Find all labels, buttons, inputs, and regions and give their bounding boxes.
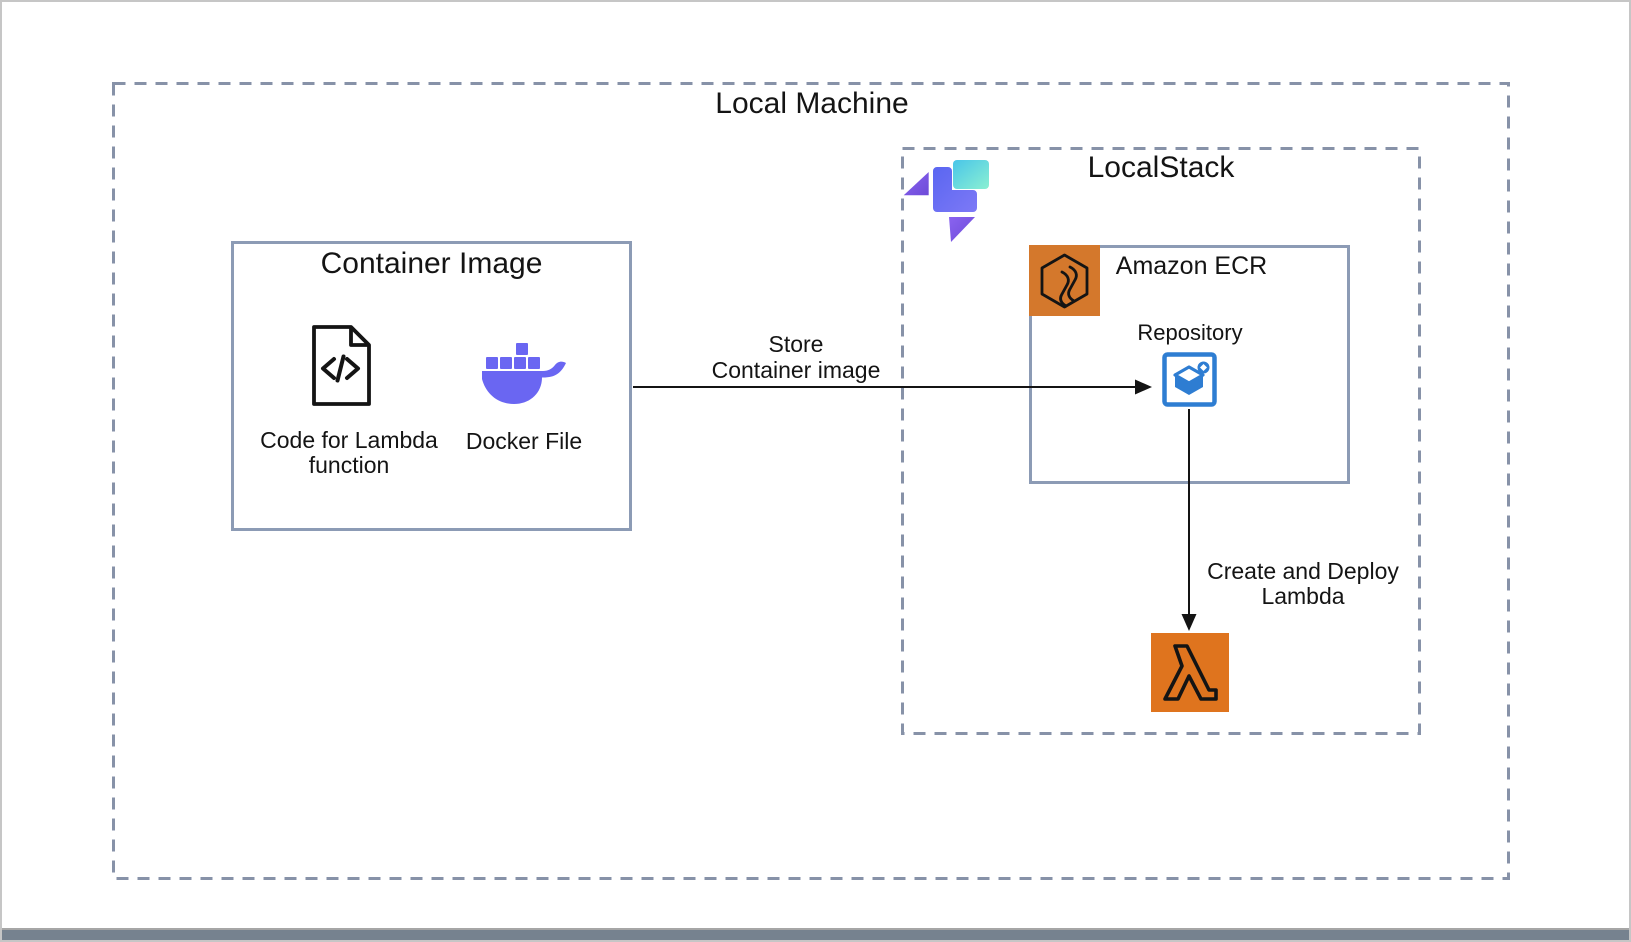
localstack-logo-bottom-triangle: [949, 217, 975, 242]
amazon-ecr-icon: [1029, 245, 1100, 316]
repository-label: Repository: [1137, 320, 1243, 345]
code-file-label: Code for Lambda function: [249, 428, 449, 478]
localstack-logo-square: [953, 160, 989, 189]
localstack-logo-left-triangle: [903, 172, 929, 196]
deploy-arrow-label-line2: Lambda: [1261, 583, 1345, 609]
container-image-title: Container Image: [320, 247, 543, 280]
deploy-arrow-label: Create and Deploy Lambda: [1198, 559, 1408, 609]
code-file-label-line1: Code for Lambda: [260, 427, 438, 453]
store-arrow-label: Store Container image: [696, 331, 896, 383]
store-arrow-label-line1: Store: [768, 331, 824, 357]
localstack-box: [901, 147, 1421, 735]
localstack-title: LocalStack: [1087, 151, 1235, 184]
amazon-ecr-title: Amazon ECR: [1115, 252, 1268, 280]
deploy-arrow-label-line1: Create and Deploy: [1207, 558, 1399, 584]
localstack-logo: [903, 160, 989, 242]
aws-lambda-icon: [1151, 633, 1229, 712]
docker-whale-icon: [482, 343, 566, 404]
ecr-repository-icon: [1162, 352, 1217, 407]
window-bottom-bar: [2, 928, 1629, 940]
document-code-icon: [312, 325, 371, 406]
docker-file-label: Docker File: [465, 428, 583, 454]
local-machine-title: Local Machine: [715, 87, 909, 120]
store-arrow: [633, 379, 1152, 395]
localstack-logo-l-shape: [933, 167, 977, 212]
deploy-arrow: [1181, 409, 1197, 631]
code-file-label-line2: function: [308, 452, 390, 478]
local-machine-box: [112, 82, 1510, 880]
container-image-box: [231, 241, 632, 531]
store-arrow-label-line2: Container image: [711, 357, 881, 383]
